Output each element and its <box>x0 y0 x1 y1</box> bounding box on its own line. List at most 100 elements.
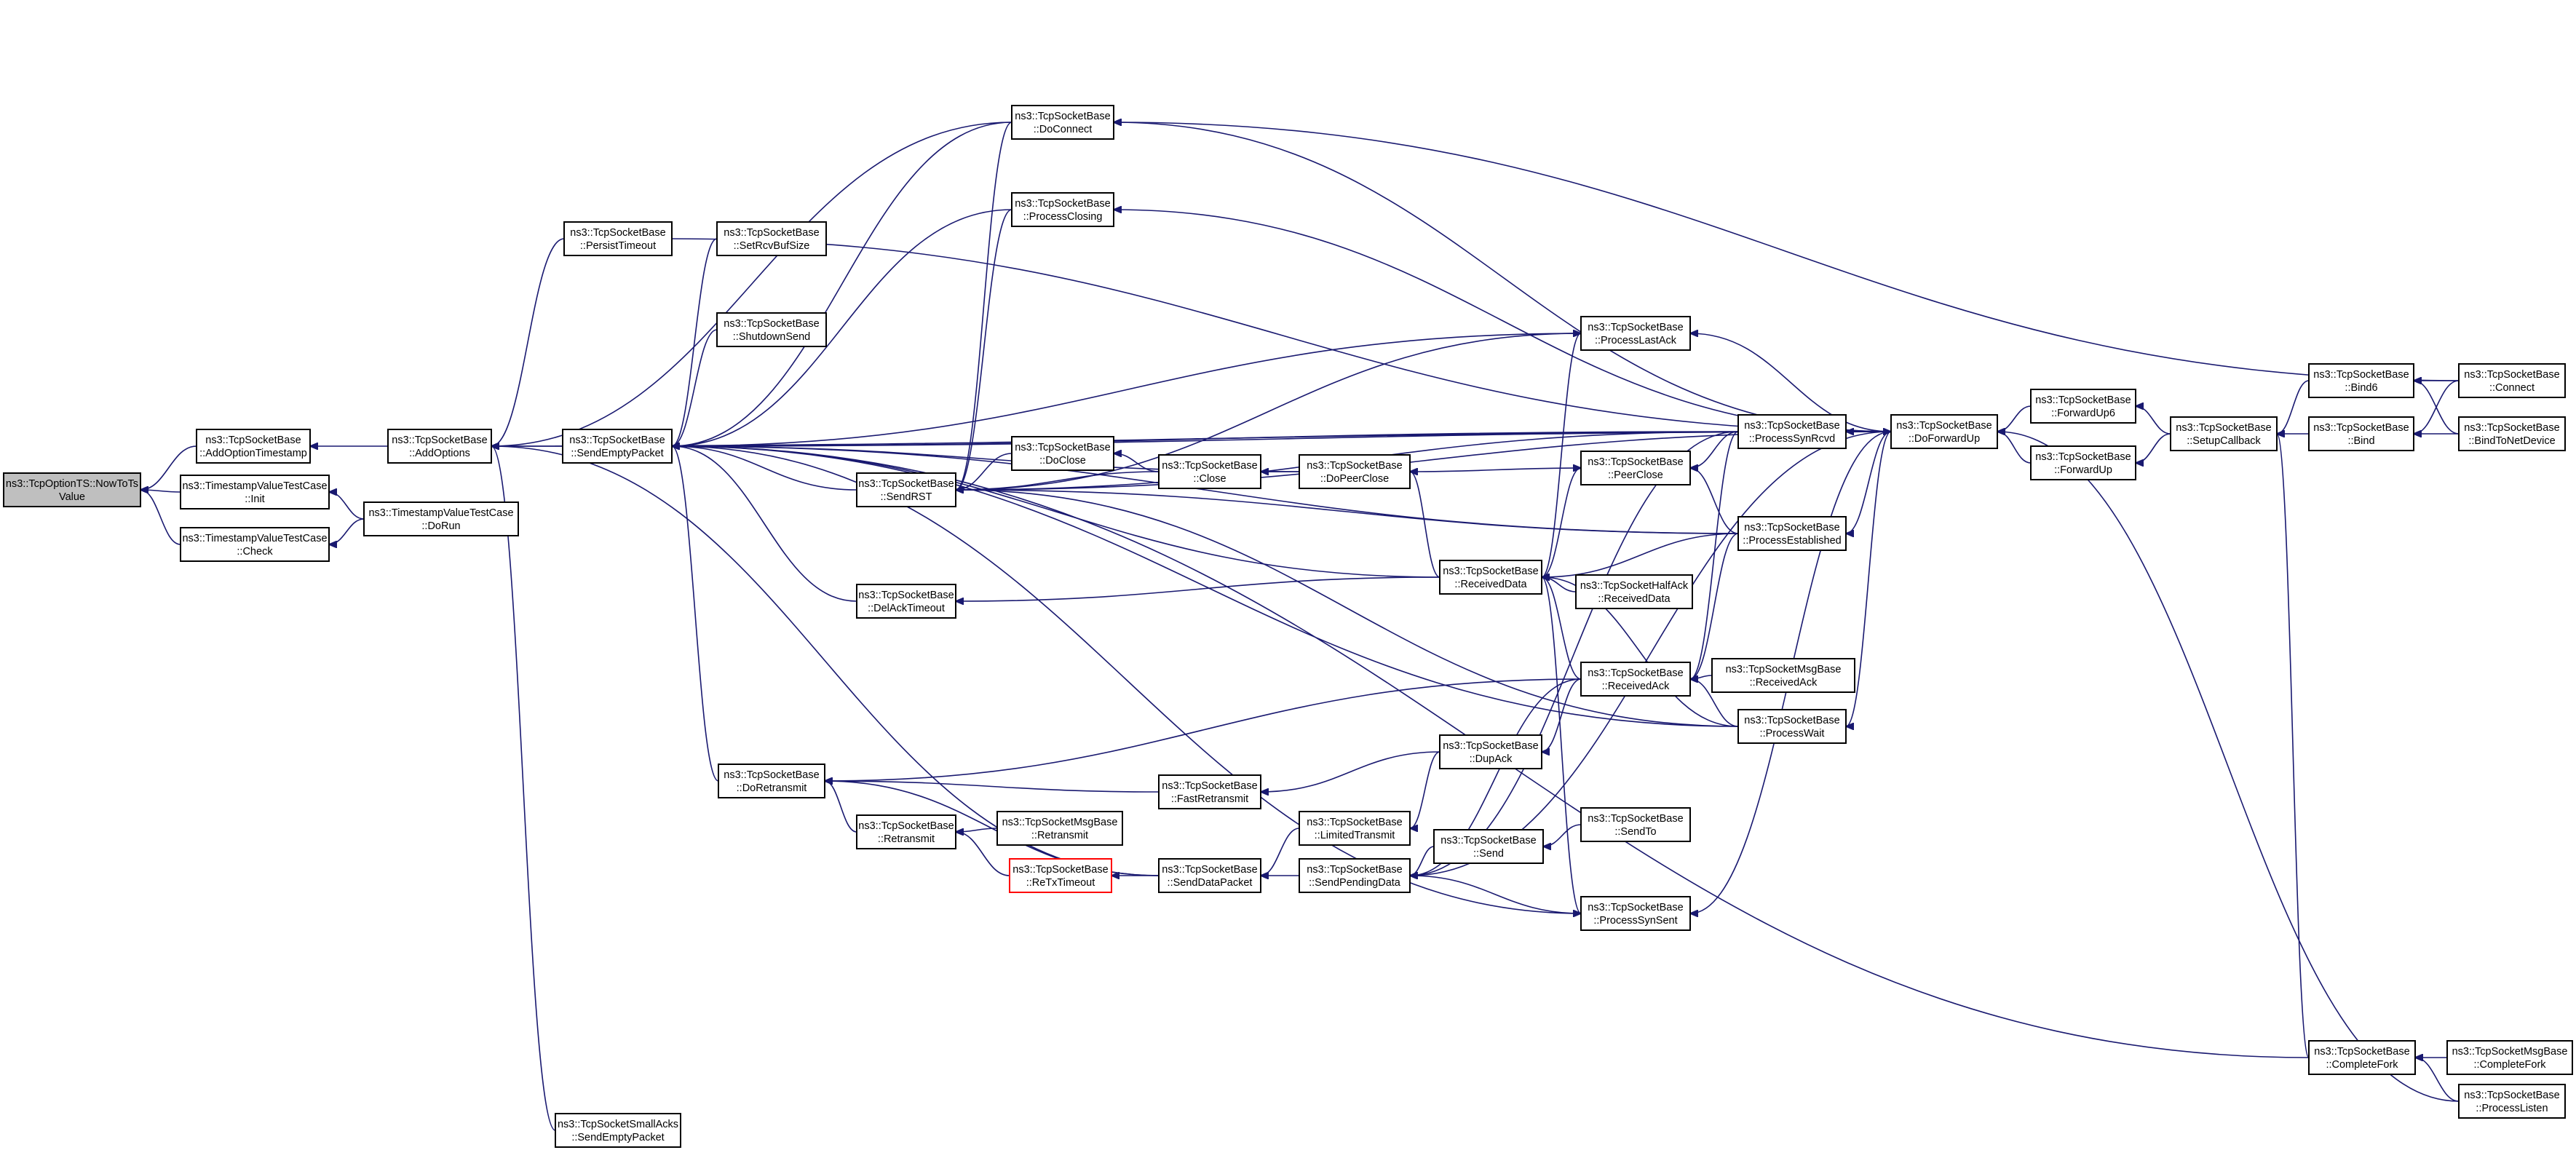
node-box-msgReceivedAck[interactable] <box>1711 658 1855 693</box>
node-send[interactable]: ns3::TcpSocketBase::Send <box>1433 829 1544 864</box>
node-bind6[interactable]: ns3::TcpSocketBase::Bind6 <box>2308 363 2414 398</box>
node-addOptTs[interactable]: ns3::TcpSocketBase::AddOptionTimestamp <box>196 429 311 464</box>
node-box-sendEmpty[interactable] <box>562 429 673 464</box>
node-delAckTimeout[interactable]: ns3::TcpSocketBase::DelAckTimeout <box>856 584 956 619</box>
node-box-tvtDoRun[interactable] <box>363 501 519 536</box>
node-box-fastRetransmit[interactable] <box>1158 774 1261 809</box>
node-processWait[interactable]: ns3::TcpSocketBase::ProcessWait <box>1737 709 1847 744</box>
node-processSynSent[interactable]: ns3::TcpSocketBase::ProcessSynSent <box>1580 896 1691 931</box>
node-box-tvtCheck[interactable] <box>180 527 330 562</box>
node-box-receivedData[interactable] <box>1439 560 1542 595</box>
node-sendPending[interactable]: ns3::TcpSocketBase::SendPendingData <box>1299 858 1411 893</box>
node-receivedAck[interactable]: ns3::TcpSocketBase::ReceivedAck <box>1580 662 1691 697</box>
node-msgRetransmit[interactable]: ns3::TcpSocketMsgBase::Retransmit <box>996 811 1123 846</box>
node-box-close[interactable] <box>1158 454 1261 489</box>
node-box-completeFork[interactable] <box>2308 1040 2416 1075</box>
node-msgReceivedAck[interactable]: ns3::TcpSocketMsgBase::ReceivedAck <box>1711 658 1855 693</box>
node-box-dupAck[interactable] <box>1439 734 1542 769</box>
node-box-receivedAck[interactable] <box>1580 662 1691 697</box>
node-box-halfAckRecv[interactable] <box>1575 574 1693 609</box>
node-tvtCheck[interactable]: ns3::TimestampValueTestCase::Check <box>180 527 330 562</box>
node-box-doClose[interactable] <box>1011 436 1114 471</box>
node-completeFork[interactable]: ns3::TcpSocketBase::CompleteFork <box>2308 1040 2416 1075</box>
node-fastRetransmit[interactable]: ns3::TcpSocketBase::FastRetransmit <box>1158 774 1261 809</box>
node-box-sendRst[interactable] <box>856 472 956 507</box>
node-tvtDoRun[interactable]: ns3::TimestampValueTestCase::DoRun <box>363 501 519 536</box>
node-box-processListen[interactable] <box>2458 1084 2566 1119</box>
node-peerClose[interactable]: ns3::TcpSocketBase::PeerClose <box>1580 451 1691 485</box>
node-processEstablished[interactable]: ns3::TcpSocketBase::ProcessEstablished <box>1737 516 1847 551</box>
node-box-msgCompleteFork[interactable] <box>2446 1040 2573 1075</box>
node-forwardUp6[interactable]: ns3::TcpSocketBase::ForwardUp6 <box>2030 389 2136 424</box>
node-sendEmpty[interactable]: ns3::TcpSocketBase::SendEmptyPacket <box>562 429 673 464</box>
node-halfAckRecv[interactable]: ns3::TcpSocketHalfAck::ReceivedData <box>1575 574 1693 609</box>
node-box-persistTimeout[interactable] <box>563 221 673 256</box>
node-box-forwardUp[interactable] <box>2030 445 2136 480</box>
node-box-forwardUp6[interactable] <box>2030 389 2136 424</box>
node-box-sendTo[interactable] <box>1580 807 1691 842</box>
node-box-retransmit[interactable] <box>856 814 956 849</box>
node-doPeerClose[interactable]: ns3::TcpSocketBase::DoPeerClose <box>1299 454 1411 489</box>
node-box-bind[interactable] <box>2308 416 2414 451</box>
node-box-tvtInit[interactable] <box>180 475 330 509</box>
node-box-reTxTimeout[interactable] <box>1009 858 1112 893</box>
node-addOptions[interactable]: ns3::TcpSocketBase::AddOptions <box>387 429 492 464</box>
node-box-processClosing[interactable] <box>1011 192 1114 227</box>
node-processSynRcvd[interactable]: ns3::TcpSocketBase::ProcessSynRcvd <box>1737 414 1847 449</box>
node-persistTimeout[interactable]: ns3::TcpSocketBase::PersistTimeout <box>563 221 673 256</box>
node-box-addOptions[interactable] <box>387 429 492 464</box>
node-box-sendPending[interactable] <box>1299 858 1411 893</box>
node-dupAck[interactable]: ns3::TcpSocketBase::DupAck <box>1439 734 1542 769</box>
node-shutdownSend[interactable]: ns3::TcpSocketBase::ShutdownSend <box>716 312 827 347</box>
node-box-processEstablished[interactable] <box>1737 516 1847 551</box>
node-box-processSynSent[interactable] <box>1580 896 1691 931</box>
node-box-setupCallback[interactable] <box>2170 416 2278 451</box>
node-reTxTimeout[interactable]: ns3::TcpSocketBase::ReTxTimeout <box>1009 858 1112 893</box>
node-box-msgRetransmit[interactable] <box>996 811 1123 846</box>
node-sendDataPacket[interactable]: ns3::TcpSocketBase::SendDataPacket <box>1158 858 1261 893</box>
node-doClose[interactable]: ns3::TcpSocketBase::DoClose <box>1011 436 1114 471</box>
node-box-sendDataPacket[interactable] <box>1158 858 1261 893</box>
node-box-limitedTransmit[interactable] <box>1299 811 1411 846</box>
node-box-bind6[interactable] <box>2308 363 2414 398</box>
node-box-bindToNetDevice[interactable] <box>2458 416 2566 451</box>
node-box-processLastAck[interactable] <box>1580 316 1691 351</box>
node-setupCallback[interactable]: ns3::TcpSocketBase::SetupCallback <box>2170 416 2278 451</box>
node-sendRst[interactable]: ns3::TcpSocketBase::SendRST <box>856 472 956 507</box>
node-processListen[interactable]: ns3::TcpSocketBase::ProcessListen <box>2458 1084 2566 1119</box>
node-connect[interactable]: ns3::TcpSocketBase::Connect <box>2458 363 2566 398</box>
node-box-doConnect[interactable] <box>1011 105 1114 140</box>
node-box-connect[interactable] <box>2458 363 2566 398</box>
node-receivedData[interactable]: ns3::TcpSocketBase::ReceivedData <box>1439 560 1542 595</box>
node-box-delAckTimeout[interactable] <box>856 584 956 619</box>
node-smallAcks[interactable]: ns3::TcpSocketSmallAcks::SendEmptyPacket <box>555 1113 681 1148</box>
node-box-peerClose[interactable] <box>1580 451 1691 485</box>
node-bindToNetDevice[interactable]: ns3::TcpSocketBase::BindToNetDevice <box>2458 416 2566 451</box>
node-processClosing[interactable]: ns3::TcpSocketBase::ProcessClosing <box>1011 192 1114 227</box>
node-doConnect[interactable]: ns3::TcpSocketBase::DoConnect <box>1011 105 1114 140</box>
node-bind[interactable]: ns3::TcpSocketBase::Bind <box>2308 416 2414 451</box>
node-box-doForwardUp[interactable] <box>1890 414 1998 449</box>
node-box-shutdownSend[interactable] <box>716 312 827 347</box>
node-forwardUp[interactable]: ns3::TcpSocketBase::ForwardUp <box>2030 445 2136 480</box>
node-box-send[interactable] <box>1433 829 1544 864</box>
node-limitedTransmit[interactable]: ns3::TcpSocketBase::LimitedTransmit <box>1299 811 1411 846</box>
node-box-doRetransmit[interactable] <box>718 764 825 798</box>
node-processLastAck[interactable]: ns3::TcpSocketBase::ProcessLastAck <box>1580 316 1691 351</box>
node-box-smallAcks[interactable] <box>555 1113 681 1148</box>
node-msgCompleteFork[interactable]: ns3::TcpSocketMsgBase::CompleteFork <box>2446 1040 2573 1075</box>
node-box-setRcvBuf[interactable] <box>716 221 827 256</box>
node-box-addOptTs[interactable] <box>196 429 311 464</box>
node-sendTo[interactable]: ns3::TcpSocketBase::SendTo <box>1580 807 1691 842</box>
node-close[interactable]: ns3::TcpSocketBase::Close <box>1158 454 1261 489</box>
node-tvtInit[interactable]: ns3::TimestampValueTestCase::Init <box>180 475 330 509</box>
node-doRetransmit[interactable]: ns3::TcpSocketBase::DoRetransmit <box>718 764 825 798</box>
node-setRcvBuf[interactable]: ns3::TcpSocketBase::SetRcvBufSize <box>716 221 827 256</box>
node-box-doPeerClose[interactable] <box>1299 454 1411 489</box>
node-box-processWait[interactable] <box>1737 709 1847 744</box>
node-box-root[interactable] <box>3 472 141 507</box>
node-box-processSynRcvd[interactable] <box>1737 414 1847 449</box>
node-retransmit[interactable]: ns3::TcpSocketBase::Retransmit <box>856 814 956 849</box>
node-doForwardUp[interactable]: ns3::TcpSocketBase::DoForwardUp <box>1890 414 1998 449</box>
